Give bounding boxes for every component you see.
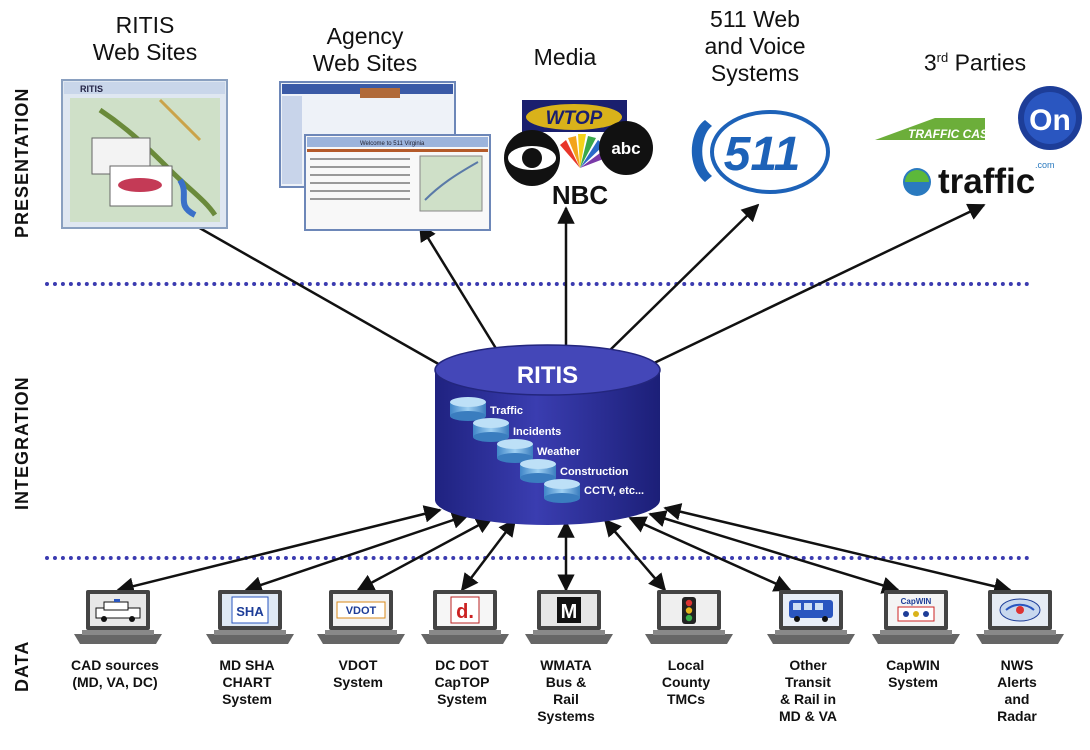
arrow-nws (663, 503, 1012, 595)
svg-text:.com: .com (1035, 160, 1055, 170)
laptop-icon: M (525, 590, 613, 644)
svg-text:WTOP: WTOP (546, 108, 603, 129)
svg-text:On: On (1029, 104, 1071, 137)
laptop-icon (74, 590, 162, 644)
mini-db-icon-incidents (473, 418, 509, 442)
laptop-icon (767, 590, 855, 644)
arrow-mdsha (244, 511, 470, 594)
mini-db-icon-cctv (544, 479, 580, 503)
svg-text:abc: abc (611, 139, 640, 158)
laptop-icon: d. (421, 590, 509, 644)
weather-radar-icon (999, 598, 1041, 622)
five11-logo: 511 (691, 110, 830, 194)
arrow-other-transit (628, 516, 792, 592)
svg-text:CapWIN: CapWIN (901, 597, 932, 606)
ddot-logo-icon: d. (450, 596, 480, 624)
traffic-light-icon (682, 597, 696, 624)
source-cad: CAD sources(MD, VA, DC) (60, 588, 170, 691)
laptop-icon (645, 590, 733, 644)
hub-item-traffic: Traffic (490, 405, 524, 417)
hub-item-cctv: CCTV, etc... (584, 485, 645, 497)
agency-web-sites-screenshot: Welcome to 511 Virginia (279, 81, 491, 231)
arrow-to-ritis-web-sites (166, 208, 443, 368)
hub-title: RITIS (516, 362, 579, 389)
presentation-label-3rd-parties: 3rd Parties (923, 49, 1027, 76)
svg-text:traffic: traffic (938, 162, 1035, 201)
ritis-web-site-screenshot: RITIS (61, 79, 228, 229)
divider-integration-data (45, 556, 1030, 560)
third-party-logos: TRAFFIC CAST On traffic .com (875, 86, 1082, 201)
laptop-icon: SHA (206, 590, 294, 644)
presentation-label-media: Media (533, 44, 597, 70)
mini-db-icon-traffic (450, 397, 486, 421)
arrow-to-3rd-parties (651, 203, 986, 366)
capwin-logo-icon: CapWIN (897, 597, 935, 622)
arrow-to-agency-web-sites (418, 223, 502, 356)
data-arrows (116, 503, 1012, 595)
arrow-to-511 (604, 203, 760, 356)
svg-text:M: M (561, 601, 578, 623)
hub-item-incidents: Incidents (513, 426, 562, 438)
svg-text:511: 511 (724, 128, 801, 181)
svg-text:NBC: NBC (552, 180, 609, 210)
svg-text:RITIS: RITIS (80, 84, 103, 94)
mini-database-icons (450, 397, 580, 503)
media-logos: WTOP abc NBC (504, 100, 653, 210)
svg-text:Welcome to 511 Virginia: Welcome to 511 Virginia (360, 141, 425, 147)
arrow-capwin (648, 510, 900, 594)
divider-presentation-integration (45, 282, 1030, 286)
arrow-dcdot (460, 518, 517, 592)
hub-item-construction: Construction (560, 466, 629, 478)
laptop-icon: CapWIN (872, 590, 960, 644)
laptop-icon: VDOT (317, 590, 405, 644)
metro-logo-icon: M (557, 597, 581, 623)
vdot-logo-icon: VDOT (336, 601, 386, 619)
bus-icon (789, 600, 833, 622)
svg-text:VDOT: VDOT (346, 605, 377, 617)
svg-text:d.: d. (456, 601, 474, 623)
hub-item-weather: Weather (537, 446, 581, 458)
mini-db-icon-construction (520, 459, 556, 483)
mini-db-icon-weather (497, 439, 533, 463)
svg-text:TRAFFIC CAST: TRAFFIC CAST (908, 127, 997, 141)
svg-text:SHA: SHA (236, 604, 264, 619)
presentation-arrows (166, 203, 986, 368)
nbc-peacock-icon (560, 134, 606, 168)
laptop-icon (976, 590, 1064, 644)
sha-logo-icon: SHA (231, 596, 269, 624)
police-car-icon (95, 599, 141, 622)
